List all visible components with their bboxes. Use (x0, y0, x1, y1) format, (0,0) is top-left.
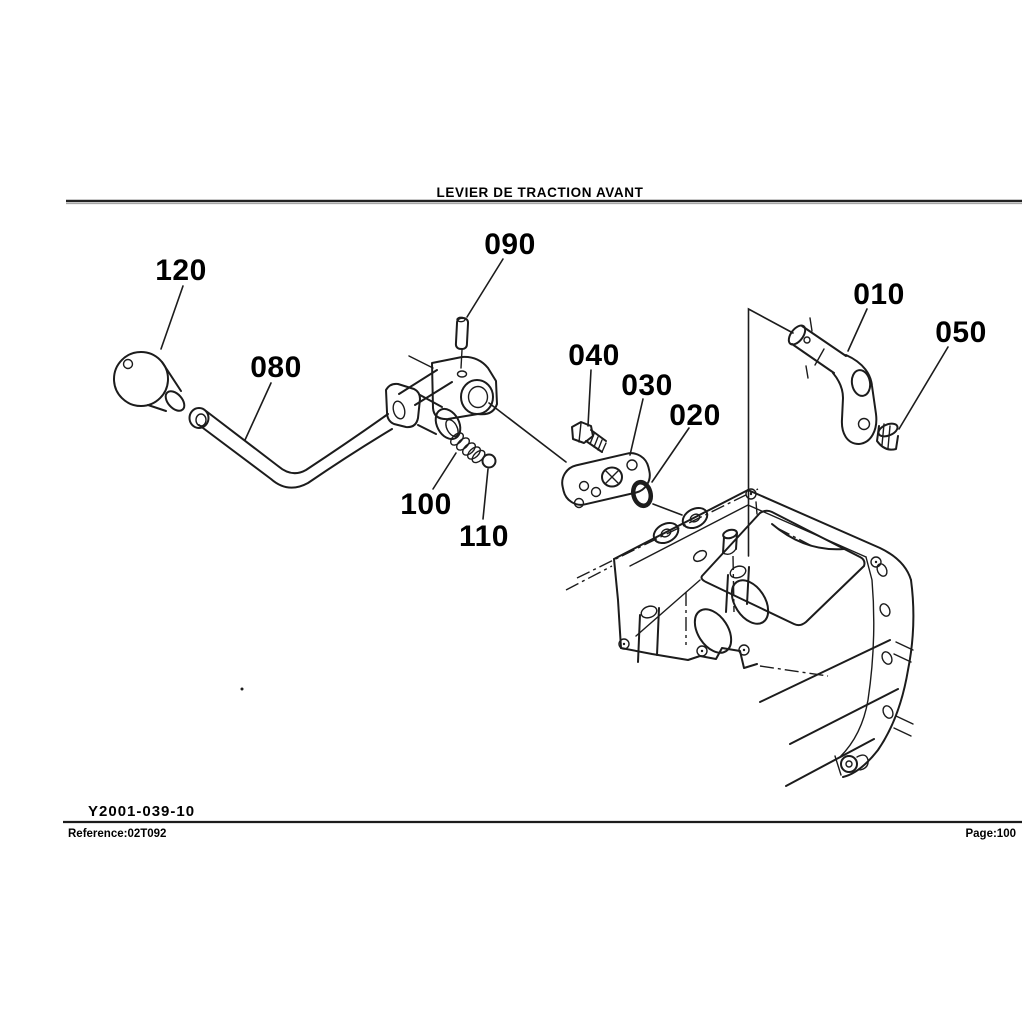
assembly-line-lever-housing (747, 307, 794, 557)
ball-drawing (481, 453, 497, 469)
bolt-drawing (571, 421, 607, 453)
lever-arm-drawing (787, 317, 878, 445)
part-label-120: 120 (155, 254, 207, 287)
part-label-040: 040 (568, 339, 620, 372)
footer-page-number: Page:100 (965, 828, 1016, 840)
assembly-line-oring-washer (652, 503, 683, 516)
part-label-090: 090 (484, 228, 536, 261)
part-label-030: 030 (621, 369, 673, 402)
leader-lines (160, 258, 949, 520)
part-label-020: 020 (669, 399, 721, 432)
part-label-010: 010 (853, 278, 905, 311)
stray-mark (240, 687, 244, 691)
part-label-100: 100 (400, 488, 452, 521)
spring-drawing (450, 432, 486, 464)
rod-drawing (188, 407, 393, 489)
housing-drawing (565, 488, 915, 787)
part-labels: 010 020 030 040 050 080 090 100 110 120 (155, 228, 987, 553)
plate-drawing (561, 452, 651, 509)
o-ring-drawing (630, 479, 654, 509)
footer-reference: Reference:02T092 (68, 828, 166, 840)
assembly-line-lever-plate (488, 402, 567, 463)
centerline-stud (776, 527, 813, 547)
knob-drawing (113, 351, 186, 412)
drawing-code: Y2001-039-10 (88, 803, 195, 820)
plug-drawing (876, 422, 899, 451)
pivot-lever-drawing (385, 355, 498, 441)
centerline-washers (576, 488, 759, 579)
page-title: LEVIER DE TRACTION AVANT (437, 185, 644, 200)
part-label-110: 110 (459, 520, 509, 553)
part-label-050: 050 (935, 316, 987, 349)
pin-drawing (454, 316, 470, 369)
part-label-080: 080 (250, 351, 302, 384)
